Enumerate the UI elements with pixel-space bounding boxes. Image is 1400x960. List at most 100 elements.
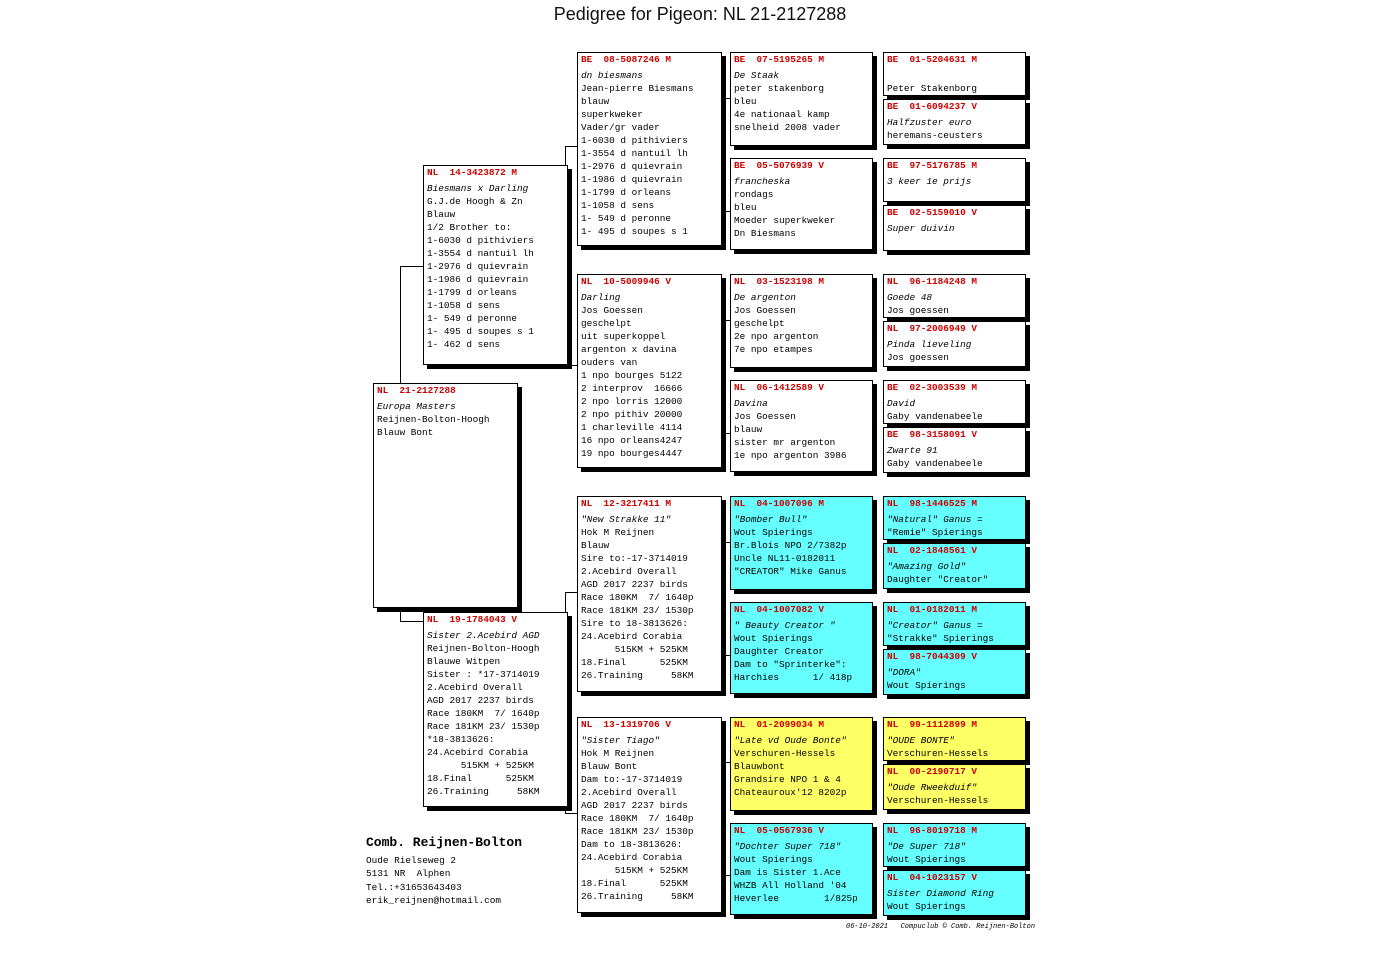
pigeon-card-gen4-11[interactable]: NL 01-0182011 M "Creator" Ganus = "Strak… <box>883 602 1026 646</box>
card-line: Goede 48 <box>887 292 933 303</box>
card-line: 1-1058 d sens <box>581 200 655 211</box>
card-line: 7e npo etampes <box>734 344 813 355</box>
card-line: Wout Spierings <box>734 527 813 538</box>
card-line: argenton x davina <box>581 344 677 355</box>
pigeon-card-gen4-4[interactable]: BE 02-5159010 V Super duivin <box>883 205 1026 251</box>
pigeon-card-gen4-1[interactable]: BE 01-5204631 M Peter Stakenborg <box>883 52 1026 96</box>
card-line: Dn Biesmans <box>734 228 796 239</box>
pigeon-card-gen3-1[interactable]: BE 07-5195265 M De Staak peter stakenbor… <box>730 52 873 146</box>
ring-number: BE 02-3003539 M <box>887 382 978 393</box>
card-line: "De Super 718" <box>887 841 966 852</box>
pigeon-card-gen3-5[interactable]: NL 04-1007096 M "Bomber Bull" Wout Spier… <box>730 496 873 590</box>
card-line: "OUDE BONTE" <box>887 735 955 746</box>
card-line: Jos goessen <box>887 305 949 316</box>
pigeon-card-gen3-7[interactable]: NL 01-2099034 M "Late vd Oude Bonte" Ver… <box>730 717 873 811</box>
card-line: "Oude Rweekduif" <box>887 782 978 793</box>
pigeon-card-dam[interactable]: NL 19-1784043 V Sister 2.Acebird AGD Rei… <box>423 612 568 807</box>
card-line: Halfzuster euro <box>887 117 972 128</box>
pigeon-card-gen4-16[interactable]: NL 04-1023157 V Sister Diamond Ring Wout… <box>883 870 1026 916</box>
card-line: Davina <box>734 398 768 409</box>
card-line <box>887 69 1025 82</box>
pigeon-card-gen4-3[interactable]: BE 97-5176785 M 3 keer 1e prijs <box>883 158 1026 202</box>
ring-number: NL 96-1184248 M <box>887 276 978 287</box>
card-line: Reijnen-Bolton-Hoogh <box>427 643 540 654</box>
connector-gen3-b <box>722 320 731 434</box>
card-line: Race 180KM 7/ 1640p <box>581 592 694 603</box>
card-line: 1- 549 d peronne <box>581 213 672 224</box>
card-line: Europa Masters <box>377 401 456 412</box>
card-line: 1 npo bourges 5122 <box>581 370 683 381</box>
card-line: Hok M Reijnen <box>581 748 655 759</box>
pigeon-card-grandsire-paternal[interactable]: BE 08-5087246 M dn biesmans Jean-pierre … <box>577 52 722 246</box>
ring-number: BE 07-5195265 M <box>734 54 825 65</box>
pigeon-card-gen4-14[interactable]: NL 00-2190717 V "Oude Rweekduif" Verschu… <box>883 764 1026 810</box>
owner-address: Oude Rielseweg 2 <box>366 855 457 866</box>
card-line: WHZB All Holland '04 <box>734 880 847 891</box>
pigeon-card-gen4-5[interactable]: NL 96-1184248 M Goede 48 Jos goessen <box>883 274 1026 318</box>
card-line: Blauw <box>427 209 456 220</box>
card-line: Race 180KM 7/ 1640p <box>581 813 694 824</box>
pigeon-card-sire[interactable]: NL 14-3423872 M Biesmans x Darling G.J.d… <box>423 165 568 365</box>
card-line: 1 charleville 4114 <box>581 422 683 433</box>
card-line: Daughter Creator <box>734 646 825 657</box>
card-line: Race 181KM 23/ 1530p <box>581 605 694 616</box>
card-line: Dam to "Sprinterke": <box>734 659 847 670</box>
card-line: Sister : *17-3714019 <box>427 669 540 680</box>
card-line: 1-1799 d orleans <box>427 287 518 298</box>
card-line: Grandsire NPO 1 & 4 <box>734 774 841 785</box>
pigeon-card-granddam-paternal[interactable]: NL 10-5009946 V Darling Jos Goessen gesc… <box>577 274 722 468</box>
pigeon-card-gen4-15[interactable]: NL 96-8019718 M "De Super 718" Wout Spie… <box>883 823 1026 867</box>
ring-number: NL 02-1848561 V <box>887 545 978 556</box>
card-line: Jos Goessen <box>734 305 796 316</box>
ring-number: BE 01-5204631 M <box>887 54 978 65</box>
card-line: 2.Acebird Overall <box>581 787 677 798</box>
ring-number: NL 06-1412589 V <box>734 382 825 393</box>
pigeon-card-subject[interactable]: NL 21-2127288 Europa Masters Reijnen-Bol… <box>373 383 518 608</box>
pigeon-card-gen3-2[interactable]: BE 05-5076939 V francheska rondags bleu … <box>730 158 873 250</box>
pigeon-card-gen4-8[interactable]: BE 98-3158091 V Zwarte 91 Gaby vandenabe… <box>883 427 1026 473</box>
pigeon-card-gen4-10[interactable]: NL 02-1848561 V "Amazing Gold" Daughter … <box>883 543 1026 589</box>
pigeon-card-gen3-8[interactable]: NL 05-0567936 V "Dochter Super 718" Wout… <box>730 823 873 915</box>
card-line: "DORA" <box>887 667 921 678</box>
ring-number: NL 04-1007096 M <box>734 498 825 509</box>
card-line: "Strakke" Spierings <box>887 633 994 644</box>
ring-number: NL 03-1523198 M <box>734 276 825 287</box>
card-line: geschelpt <box>581 318 632 329</box>
pigeon-card-gen3-3[interactable]: NL 03-1523198 M De argenton Jos Goessen … <box>730 274 873 368</box>
card-line: 1-1799 d orleans <box>581 187 672 198</box>
pigeon-card-gen4-9[interactable]: NL 98-1446525 M "Natural" Ganus = "Remie… <box>883 496 1026 540</box>
owner-email[interactable]: erik_reijnen@hotmail.com <box>366 895 502 907</box>
card-line: heremans-ceusters <box>887 130 983 141</box>
card-line: 1/2 Brother to: <box>427 222 512 233</box>
card-line: Sister 2.Acebird AGD <box>427 630 540 641</box>
page-title: Pedigree for Pigeon: NL 21-2127288 <box>553 4 847 24</box>
pigeon-card-gen4-2[interactable]: BE 01-6094237 V Halfzuster euro heremans… <box>883 99 1026 145</box>
ring-number: NL 96-8019718 M <box>887 825 978 836</box>
pigeon-card-gen4-12[interactable]: NL 98-7044309 V "DORA" Wout Spierings <box>883 649 1026 695</box>
card-line: ouders van <box>581 357 638 368</box>
pigeon-card-grandsire-maternal[interactable]: NL 12-3217411 M "New Strakke 11" Hok M R… <box>577 496 722 692</box>
card-line: 1-1986 d quievrain <box>581 174 683 185</box>
owner-phone: Tel.:+31653643403 <box>366 881 462 893</box>
card-line: 24.Acebird Corabia <box>581 631 683 642</box>
card-line: 16 npo orleans4247 <box>581 435 683 446</box>
pigeon-card-gen4-7[interactable]: BE 02-3003539 M David Gaby vandenabeele <box>883 380 1026 424</box>
card-line: 2e npo argenton <box>734 331 819 342</box>
pigeon-card-gen3-6[interactable]: NL 04-1007082 V " Beauty Creator " Wout … <box>730 602 873 694</box>
pigeon-card-gen3-4[interactable]: NL 06-1412589 V Davina Jos Goessen blauw… <box>730 380 873 472</box>
card-line: 1-6030 d pithiviers <box>581 135 688 146</box>
ring-number: NL 99-1112899 M <box>887 719 978 730</box>
pigeon-card-gen4-6[interactable]: NL 97-2006949 V Pinda lieveling Jos goes… <box>883 321 1026 367</box>
card-line: "Amazing Gold" <box>887 561 966 572</box>
card-line: blauw <box>734 424 763 435</box>
ring-number: BE 08-5087246 M <box>581 54 672 65</box>
card-line: 26.Training 58KM <box>581 670 694 681</box>
card-line: Dam to:-17-3714019 <box>581 774 683 785</box>
pigeon-card-granddam-maternal[interactable]: NL 13-1319706 V "Sister Tiago" Hok M Rei… <box>577 717 722 913</box>
ring-number: BE 01-6094237 V <box>887 101 978 112</box>
card-line: Daughter "Creator" <box>887 574 989 585</box>
ring-number: NL 13-1319706 V <box>581 719 672 730</box>
pigeon-card-gen4-13[interactable]: NL 99-1112899 M "OUDE BONTE" Verschuren-… <box>883 717 1026 761</box>
card-line: 1e npo argenton 3986 <box>734 450 847 461</box>
owner-city: 5131 NR Alphen <box>366 868 451 880</box>
